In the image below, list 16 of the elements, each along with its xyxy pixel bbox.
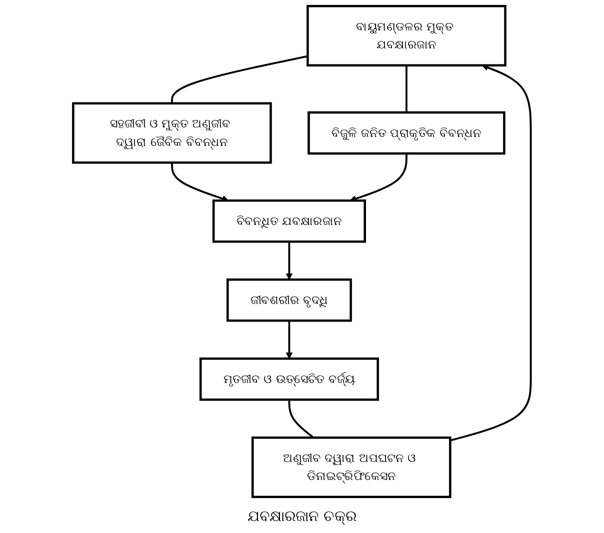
arrow	[286, 242, 293, 280]
caption: ଯବକ୍ଷାରଜାନ ଚକ୍ର	[248, 506, 356, 527]
arrow	[171, 162, 229, 202]
node-box: ଜୀବଶରୀର ବୃଦ୍ଧି	[226, 278, 352, 322]
node-box: ବିଜୁଳି ଜନିତ ପ୍ରାକୃତିକ ବିବନ୍ଧନ	[308, 111, 506, 155]
node-box: ମୃତଜୀବ ଓ ଉତ୍ସେଚିତ ବର୍ଜ୍ୟ	[199, 358, 379, 401]
node-box: ସହଜୀବୀ ଓ ମୁକ୍ତ ଅଣୁଜୀବ ଦ୍ୱାରା ଜୈବିକ ବିବନ୍ଧନ	[72, 102, 272, 164]
connector	[406, 65, 408, 112]
node-box: ଅଣୁଜୀବ ଦ୍ୱାରା ଅପଘଟନ ଓ ଡିନାଇଟ୍ରିଫିକେସନ	[251, 436, 452, 498]
arrow	[450, 64, 532, 442]
arrow	[350, 153, 408, 202]
connector	[288, 400, 314, 438]
arrow	[286, 320, 293, 359]
node-box: ବିବନ୍ଧିତ ଯବକ୍ଷାରଜାନ	[212, 199, 366, 243]
connector	[171, 55, 308, 104]
node-box: ବାୟୁମଣ୍ଡଳର ମୁକ୍ତ ଯବକ୍ଷାରଜାନ	[306, 4, 506, 66]
